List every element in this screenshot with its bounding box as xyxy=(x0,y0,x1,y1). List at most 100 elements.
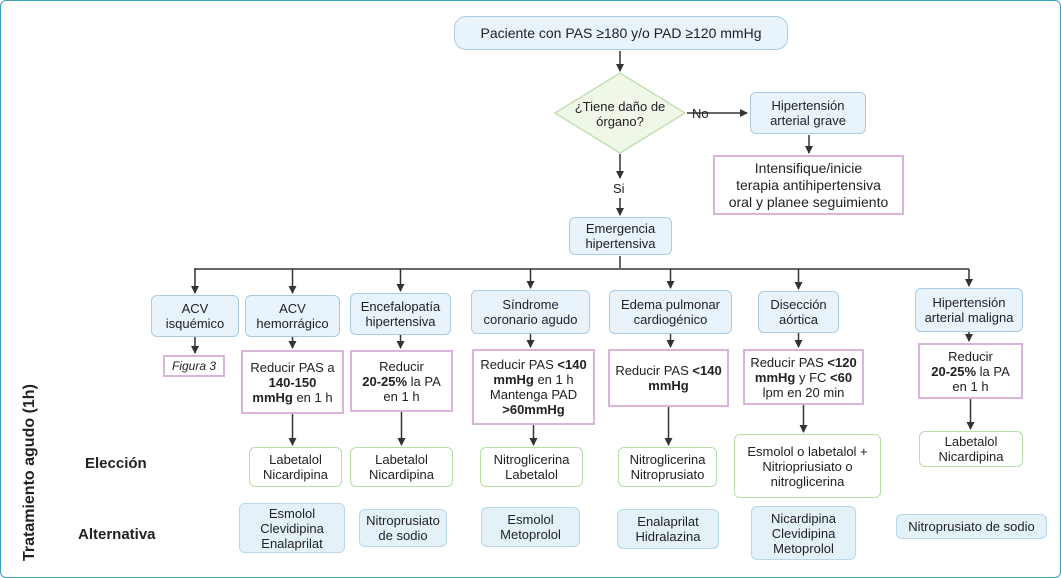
box-line: Metoprolol xyxy=(773,540,834,556)
box-line: Enalaprilat xyxy=(261,535,323,551)
bold-text: 140-150 xyxy=(268,374,317,390)
text-run: Reducir xyxy=(948,348,993,364)
box-line: mmHg en 1 h xyxy=(493,372,573,387)
box-line: mmHg xyxy=(648,378,688,393)
box-line: cardiogénico xyxy=(633,312,708,327)
box-line: arterial maligna xyxy=(924,310,1014,325)
box-line: oral y planee seguimiento xyxy=(728,193,889,210)
bold-text: mmHg xyxy=(648,378,689,393)
box-line: de sodio xyxy=(378,528,428,543)
box-line: terapia antihipertensiva xyxy=(736,176,881,193)
box-line: 20-25% la PA xyxy=(931,364,1010,379)
decision-diamond xyxy=(553,72,687,154)
box-line: mmHg en 1 h xyxy=(252,390,332,405)
box-line: Reducir xyxy=(379,359,424,374)
bold-text: >60mmHg xyxy=(502,402,565,417)
box-line: Reducir PAS <140 xyxy=(480,357,586,372)
box-line: en 1 h xyxy=(383,389,419,404)
box-line: Edema pulmonar xyxy=(621,297,720,312)
box-line: Clevidipina xyxy=(260,520,324,536)
decision-line: órgano? xyxy=(596,114,644,129)
box-line: Nitroglicerina xyxy=(629,452,706,467)
box-line: Síndrome xyxy=(502,297,559,312)
text-run: Mantenga PAD xyxy=(489,387,578,402)
bold-text: <60 xyxy=(830,369,853,385)
box-line: Nitriopriusiato o xyxy=(762,458,853,474)
bold-text: mmHg xyxy=(252,389,293,405)
text-run: en 1 h xyxy=(383,388,420,404)
side-label: Tratamiento agudo (1h) xyxy=(21,384,38,561)
box-line: isquémico xyxy=(165,316,225,331)
text-run: Reducir xyxy=(379,358,424,374)
box-line: hipertensiva xyxy=(585,236,656,251)
text-run: en 1 h xyxy=(533,372,574,387)
box-line: 140-150 xyxy=(269,375,317,390)
row-label-alternative: Alternativa xyxy=(78,526,156,543)
box-line: Nicardipina xyxy=(368,467,435,482)
box-line: 20-25% la PA xyxy=(362,374,441,389)
text-run: en 1 h xyxy=(952,378,989,394)
text-run: Reducir PAS xyxy=(480,357,558,372)
text-run: la PA xyxy=(976,363,1010,379)
box-line: Nitroprusiato xyxy=(366,513,440,528)
box-line: Reducir PAS <120 xyxy=(750,355,856,370)
figure-reference: Figura 3 xyxy=(163,355,225,377)
box-line: Esmolol o labetalol + xyxy=(747,443,868,459)
box-line: Nicardipina xyxy=(938,449,1004,464)
box-line: Labetalol xyxy=(505,467,558,482)
box-line: ACV xyxy=(279,301,306,316)
severe-hypertension-box: Hipertensión arterial grave xyxy=(750,92,866,134)
box-line: Labetalol xyxy=(944,434,998,449)
bold-text: mmHg xyxy=(754,369,796,385)
row-label-choice: Elección xyxy=(85,455,147,472)
box-line: nitroglicerina xyxy=(770,473,845,489)
box-line: Labetalol xyxy=(375,452,428,467)
text-run: Reducir PAS xyxy=(750,354,828,370)
si-label: Si xyxy=(613,181,625,196)
box-line: Mantenga PAD xyxy=(490,387,577,402)
text-run: Reducir PAS a xyxy=(250,359,335,375)
box-line: Encefalopatía xyxy=(360,299,441,314)
box-line: Nitroglicerina xyxy=(493,452,570,467)
box-line: Esmolol xyxy=(268,505,316,521)
box-line: en 1 h xyxy=(952,379,988,394)
box-line: Enalaprilat xyxy=(637,514,699,529)
box-line: mmHg y FC <60 xyxy=(755,370,852,385)
box-line: lpm en 20 min xyxy=(763,385,845,400)
box-line: Hidralazina xyxy=(635,529,701,544)
text-run: en 1 h xyxy=(292,389,333,405)
text-run: la PA xyxy=(407,373,441,389)
text-run: y FC xyxy=(795,369,831,385)
box-line: >60mmHg xyxy=(502,402,565,417)
bold-text: <140 xyxy=(692,363,722,378)
box-line: Hipertensión xyxy=(932,295,1006,310)
text-run: lpm en 20 min xyxy=(762,384,845,400)
box-line: hipertensiva xyxy=(365,314,436,329)
oral-therapy-box: Intensifique/inicie terapia antihiperten… xyxy=(713,155,904,215)
box-line: coronario agudo xyxy=(483,312,578,327)
text-run: Reducir PAS xyxy=(615,363,693,378)
box-line: Disección xyxy=(770,297,827,312)
box-line: hemorrágico xyxy=(256,316,329,331)
box-line: Metoprolol xyxy=(500,527,561,542)
box-line: arterial grave xyxy=(770,113,846,128)
box-line: Nicardipina xyxy=(770,510,837,526)
